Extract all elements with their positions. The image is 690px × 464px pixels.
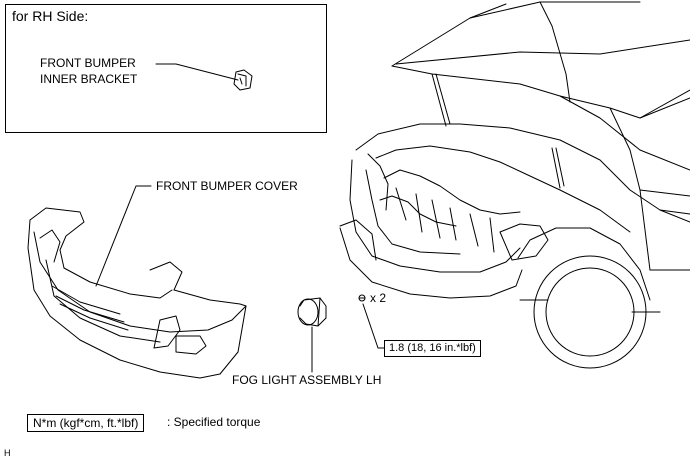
bumper-cover-leader-line <box>95 185 152 287</box>
torque-leader-line <box>362 303 385 349</box>
torque-legend-description: : Specified torque <box>167 415 261 429</box>
inset-part-label-line1: FRONT BUMPER <box>40 56 136 70</box>
inset-part-label-line2: INNER BRACKET <box>40 72 138 86</box>
vehicle-drawing <box>339 1 690 369</box>
fog-light-icon <box>297 297 327 327</box>
inset-title: for RH Side: <box>12 8 89 24</box>
screw-icon <box>358 294 366 302</box>
inset-leader-line <box>155 63 239 81</box>
torque-unit-legend-box: N*m (kgf*cm, ft.*lbf) <box>27 414 145 432</box>
inner-bracket-icon <box>233 69 253 91</box>
front-bumper-cover-drawing <box>27 207 247 379</box>
screw-quantity-label: x 2 <box>370 291 387 305</box>
torque-value-box: 1.8 (18, 16 in.*lbf) <box>384 340 481 357</box>
front-bumper-cover-label: FRONT BUMPER COVER <box>156 179 298 193</box>
rh-side-inset <box>5 4 327 133</box>
illustration-code: H <box>4 448 11 458</box>
fog-light-assembly-label: FOG LIGHT ASSEMBLY LH <box>232 373 382 387</box>
